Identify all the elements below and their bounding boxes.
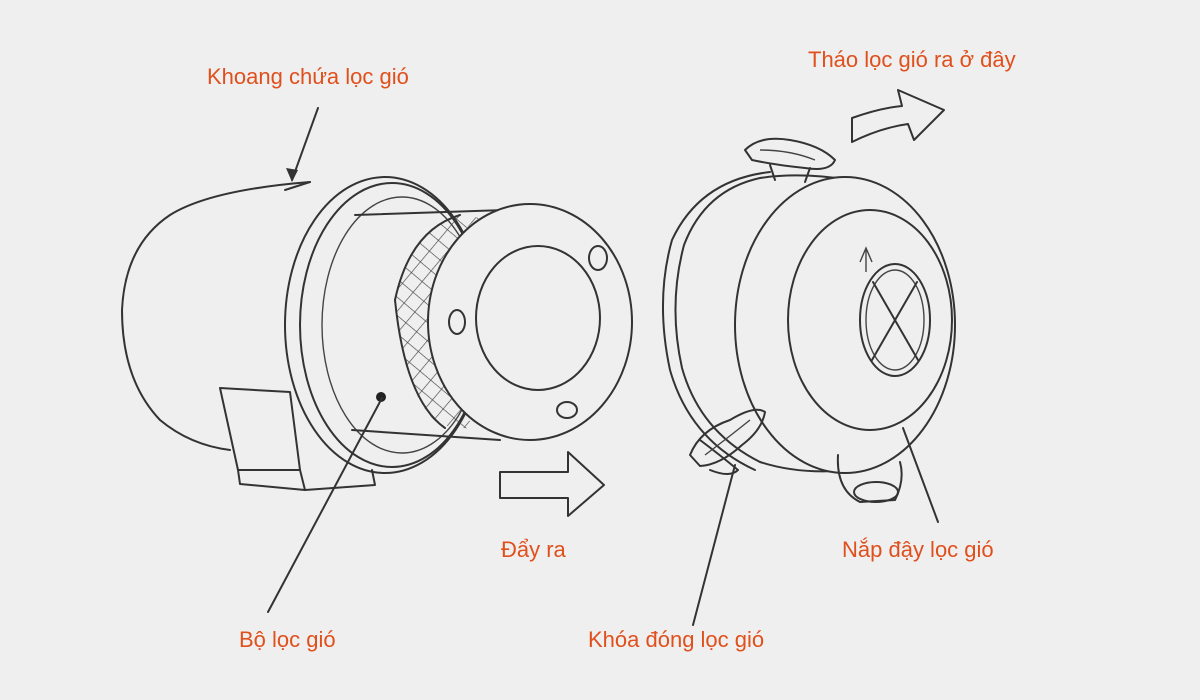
- label-air-filter: Bộ lọc gió: [239, 627, 336, 652]
- leader-lines: [267, 107, 939, 626]
- remove-arrow: [851, 89, 945, 143]
- label-remove-here: Tháo lọc gió ra ở đây: [808, 47, 1016, 72]
- air-filter-element: [351, 203, 633, 441]
- label-push-out: Đẩy ra: [501, 537, 566, 562]
- label-filter-housing: Khoang chứa lọc gió: [207, 64, 409, 89]
- push-arrow: [499, 451, 605, 517]
- side-latch: [689, 408, 766, 475]
- label-filter-cover: Nắp đậy lọc gió: [842, 537, 994, 562]
- filter-cover: [662, 171, 956, 503]
- top-latch: [744, 137, 836, 183]
- filter-pointer-dot: [376, 392, 386, 402]
- label-filter-latch: Khóa đóng lọc gió: [588, 627, 765, 652]
